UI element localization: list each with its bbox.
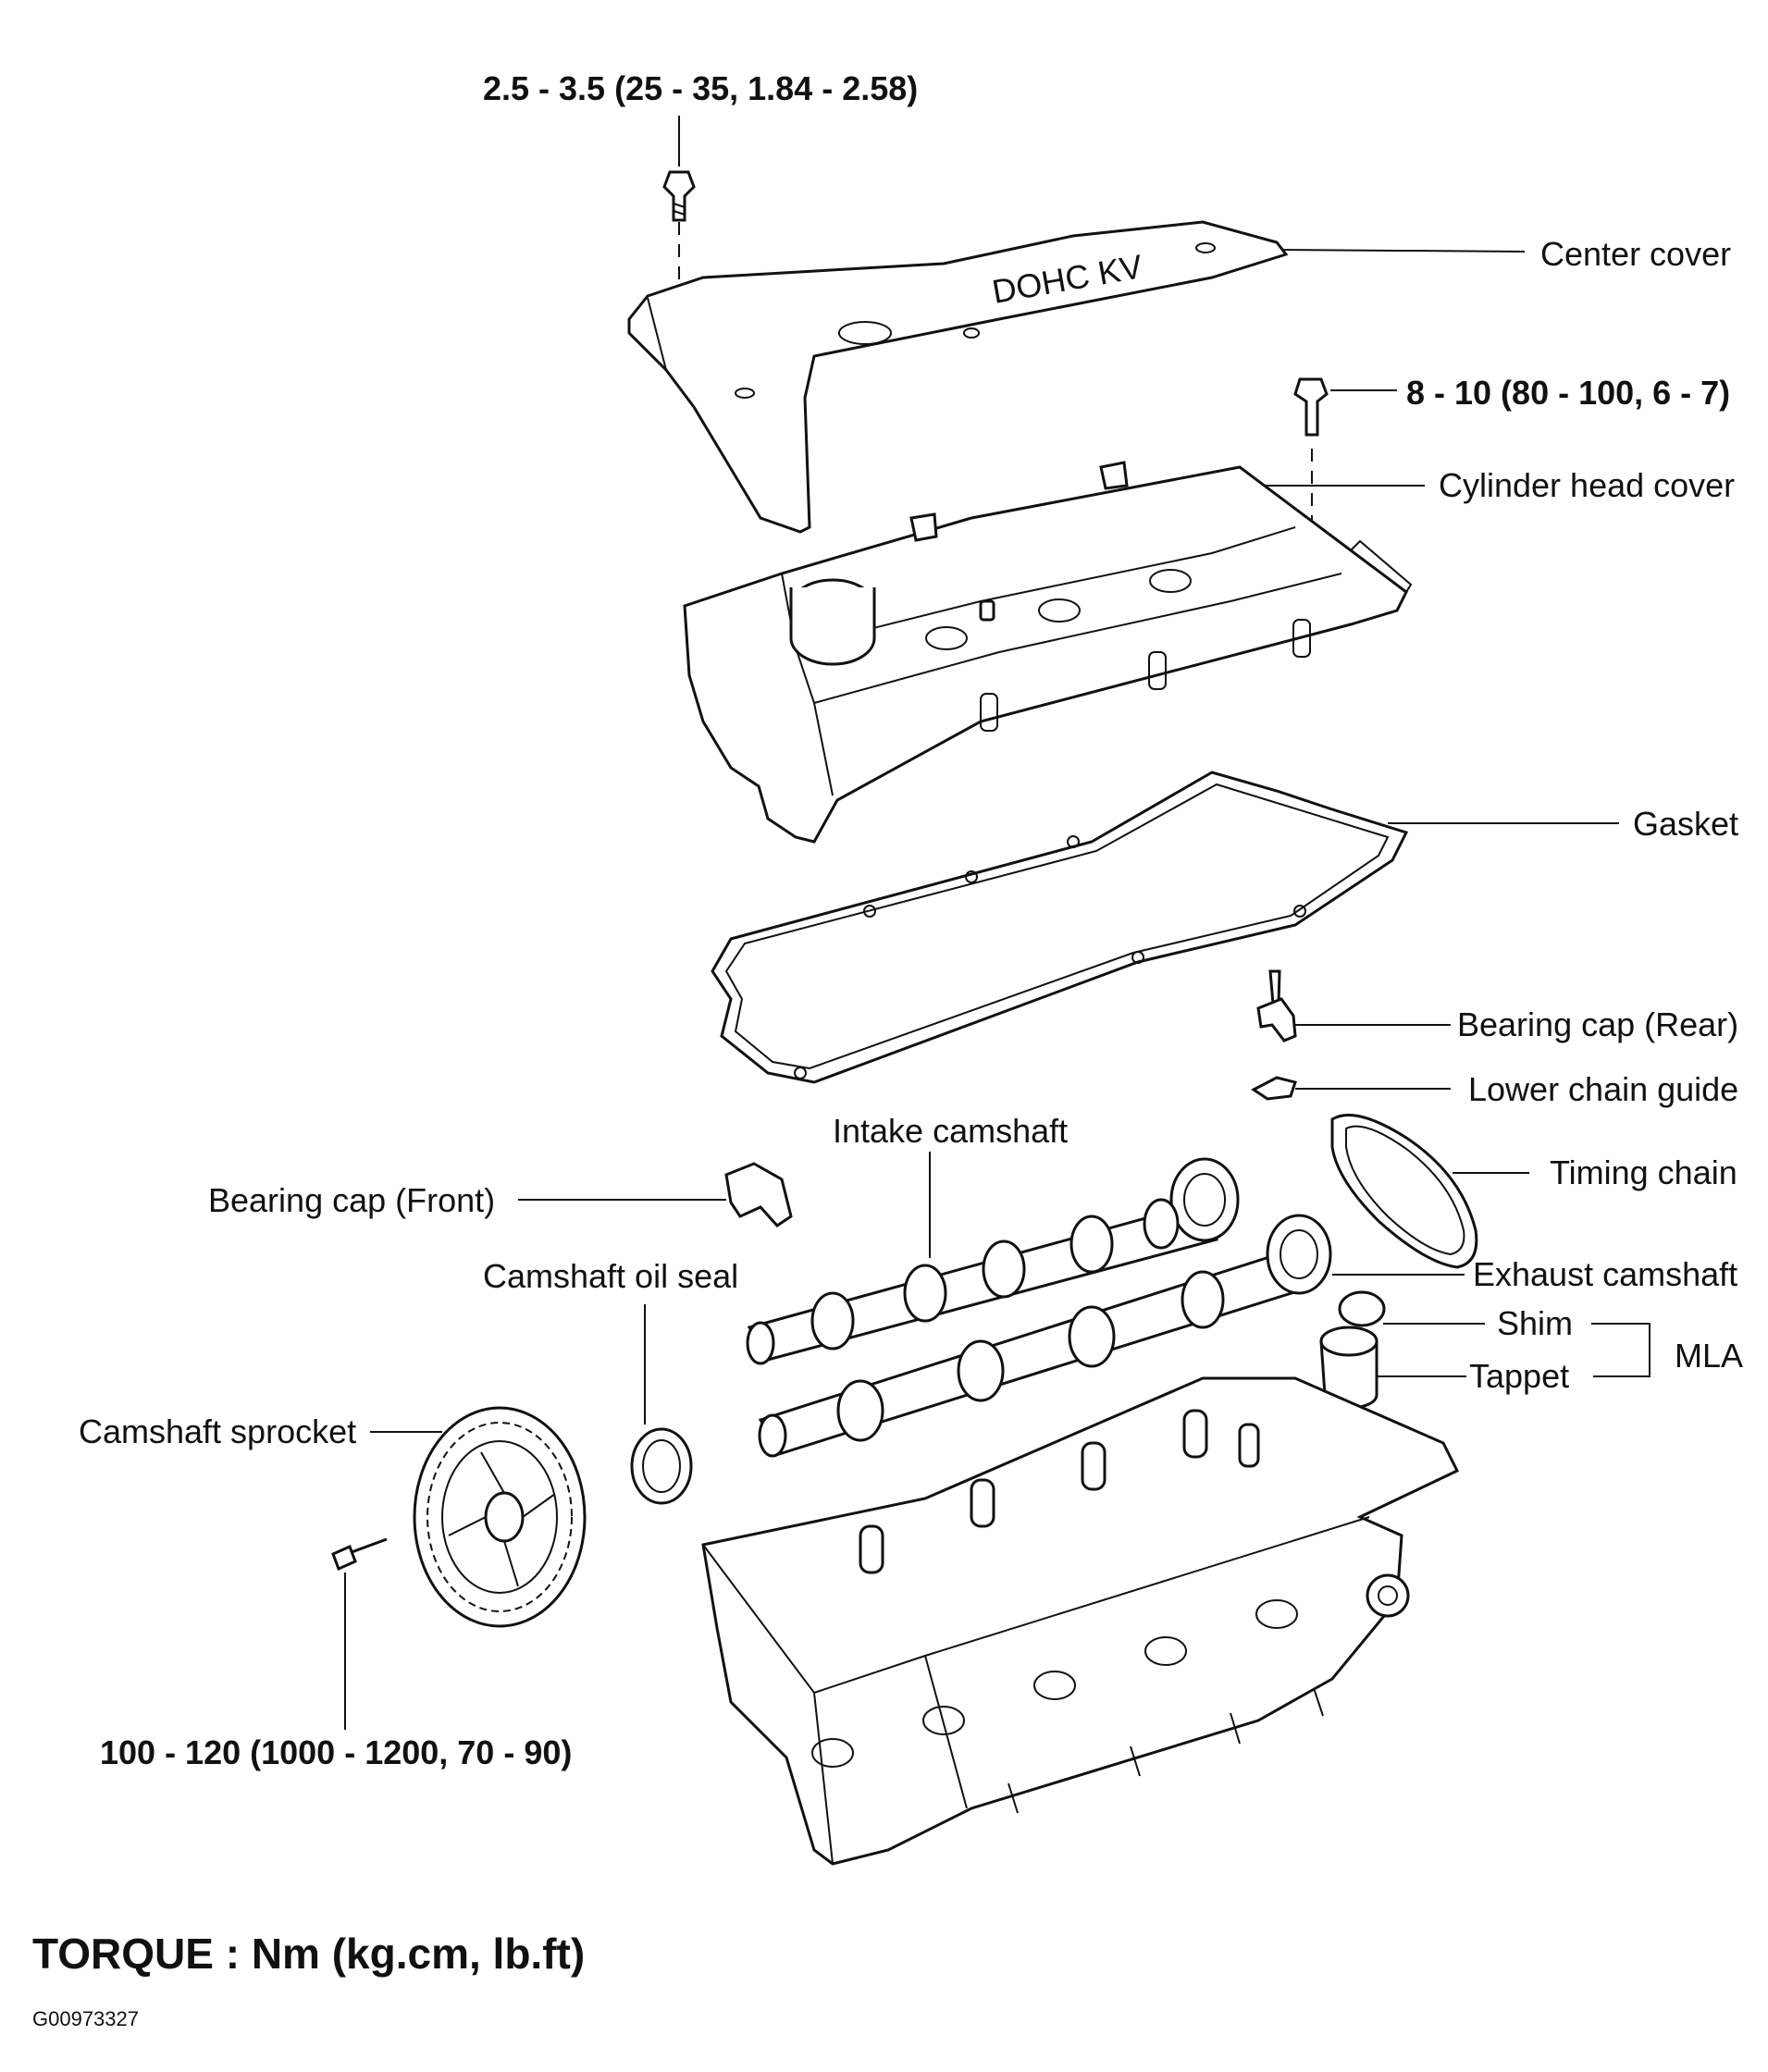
sprocket-bolt xyxy=(331,1537,388,1572)
label-cylinder-head-cover: Cylinder head cover xyxy=(1439,466,1735,504)
cover-emblem xyxy=(838,321,892,345)
label-timing-chain: Timing chain xyxy=(1550,1153,1737,1191)
timing-chain xyxy=(1330,1114,1478,1269)
head-cover-bolt-torque: 8 - 10 (80 - 100, 6 - 7) xyxy=(1406,374,1730,412)
torque-units-title: TORQUE : Nm (kg.cm, lb.ft) xyxy=(32,1930,585,1978)
mla-bracket xyxy=(1591,1323,1651,1377)
leader-lines xyxy=(344,116,1651,1730)
cylinder-head-cover xyxy=(683,461,1413,844)
label-camshaft-oil-seal: Camshaft oil seal xyxy=(483,1257,738,1295)
intake-camshaft xyxy=(746,1157,1240,1365)
camshaft-sprocket xyxy=(413,1406,587,1628)
label-bearing-cap-rear: Bearing cap (Rear) xyxy=(1457,1005,1738,1043)
gasket xyxy=(711,771,1409,1084)
bearing-cap-front xyxy=(724,1162,793,1227)
label-exhaust-camshaft: Exhaust camshaft xyxy=(1473,1255,1737,1293)
shim xyxy=(1338,1290,1386,1327)
cover-bolt-torque: 2.5 - 3.5 (25 - 35, 1.84 - 2.58) xyxy=(483,69,918,107)
cover-bolt xyxy=(662,170,696,222)
label-bearing-cap-front: Bearing cap (Front) xyxy=(208,1181,495,1219)
label-tappet: Tappet xyxy=(1469,1357,1569,1395)
camshaft-oil-seal xyxy=(630,1427,693,1505)
tappet xyxy=(1319,1326,1379,1410)
lower-chain-guide xyxy=(1251,1076,1297,1101)
label-camshaft-sprocket: Camshaft sprocket xyxy=(79,1412,356,1450)
label-shim: Shim xyxy=(1497,1304,1573,1342)
label-lower-chain-guide: Lower chain guide xyxy=(1468,1070,1738,1108)
label-intake-camshaft: Intake camshaft xyxy=(833,1112,1068,1150)
head-cover-bolt xyxy=(1293,377,1329,437)
figure-id: G00973327 xyxy=(32,2007,139,2030)
label-mla: MLA xyxy=(1675,1337,1743,1375)
center-cover: DOHC KV xyxy=(627,220,1289,534)
label-center-cover: Center cover xyxy=(1540,235,1731,273)
cylinder-head xyxy=(701,1376,1460,1866)
sprocket-bolt-torque: 100 - 120 (1000 - 1200, 70 - 90) xyxy=(100,1733,572,1771)
labels: 2.5 - 3.5 (25 - 35, 1.84 - 2.58) Center … xyxy=(32,69,1743,2030)
bearing-cap-rear xyxy=(1256,969,1297,1042)
label-gasket: Gasket xyxy=(1633,805,1738,843)
leader-center-cover xyxy=(1280,249,1526,253)
exhaust-camshaft xyxy=(758,1214,1332,1458)
